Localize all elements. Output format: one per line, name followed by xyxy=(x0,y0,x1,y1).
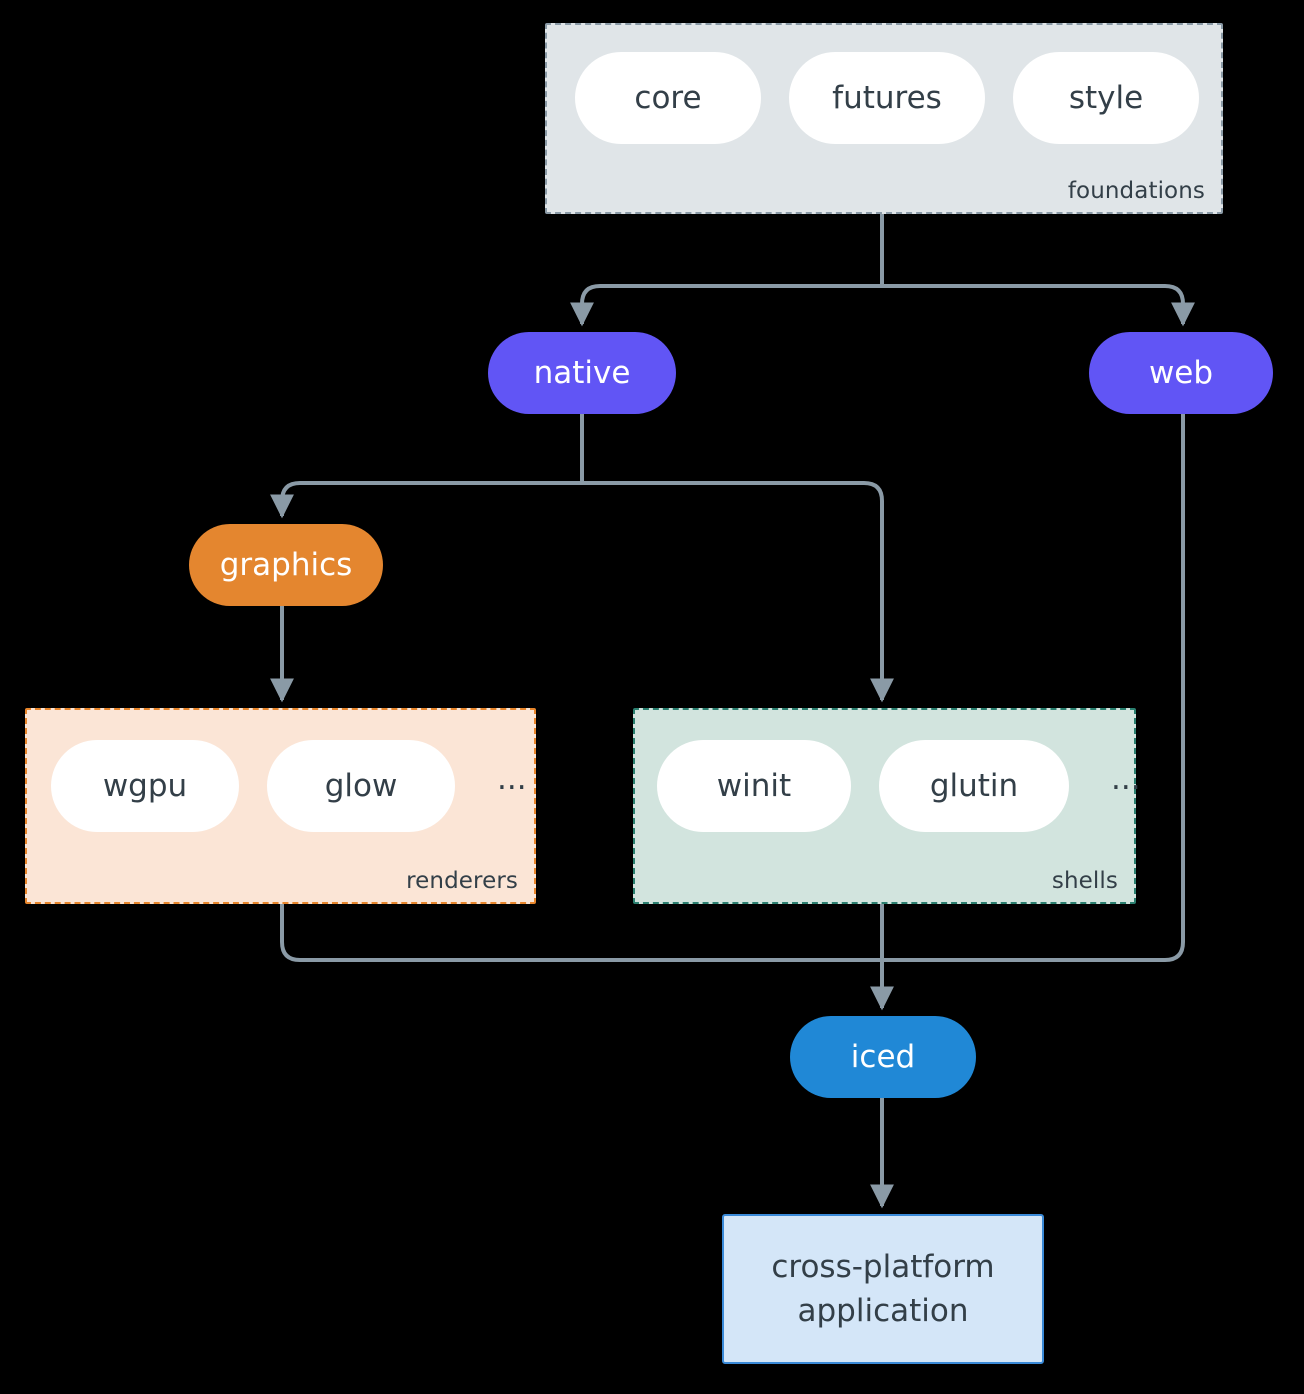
cluster-label-foundations: foundations xyxy=(1067,178,1205,204)
chip-futures[interactable]: futures xyxy=(789,52,985,144)
edge-foundations-web xyxy=(882,284,1195,327)
edge-native-graphics xyxy=(270,481,582,519)
node-cross-platform-application[interactable]: cross-platform application xyxy=(722,1214,1044,1364)
application-line-1: cross-platform xyxy=(771,1248,995,1285)
chip-glutin[interactable]: glutin xyxy=(879,740,1069,832)
node-web[interactable]: web xyxy=(1089,332,1273,414)
chip-winit[interactable]: winit xyxy=(657,740,851,832)
cluster-label-renderers: renderers xyxy=(406,868,518,894)
cluster-foundations: core futures style foundations xyxy=(545,23,1223,214)
chip-style[interactable]: style xyxy=(1013,52,1199,144)
renderers-chip-row: wgpu glow ... xyxy=(51,740,527,832)
renderers-more-ellipsis: ... xyxy=(497,760,527,797)
cluster-shells: winit glutin ... shells xyxy=(633,708,1141,904)
edge-foundations-native xyxy=(570,284,882,327)
chip-glow[interactable]: glow xyxy=(267,740,455,832)
shells-more-ellipsis: ... xyxy=(1111,760,1141,797)
node-iced[interactable]: iced xyxy=(790,1016,976,1098)
foundations-chip-row: core futures style xyxy=(575,52,1199,144)
cluster-label-shells: shells xyxy=(1051,868,1118,894)
node-native[interactable]: native xyxy=(488,332,676,414)
shells-chip-row: winit glutin ... xyxy=(657,740,1141,832)
node-graphics[interactable]: graphics xyxy=(189,524,383,606)
edge-renderers-iced xyxy=(280,904,882,962)
edge-native-shells xyxy=(582,481,894,703)
chip-wgpu[interactable]: wgpu xyxy=(51,740,239,832)
cluster-renderers: wgpu glow ... renderers xyxy=(25,708,536,904)
chip-core[interactable]: core xyxy=(575,52,761,144)
application-line-2: application xyxy=(797,1293,969,1329)
